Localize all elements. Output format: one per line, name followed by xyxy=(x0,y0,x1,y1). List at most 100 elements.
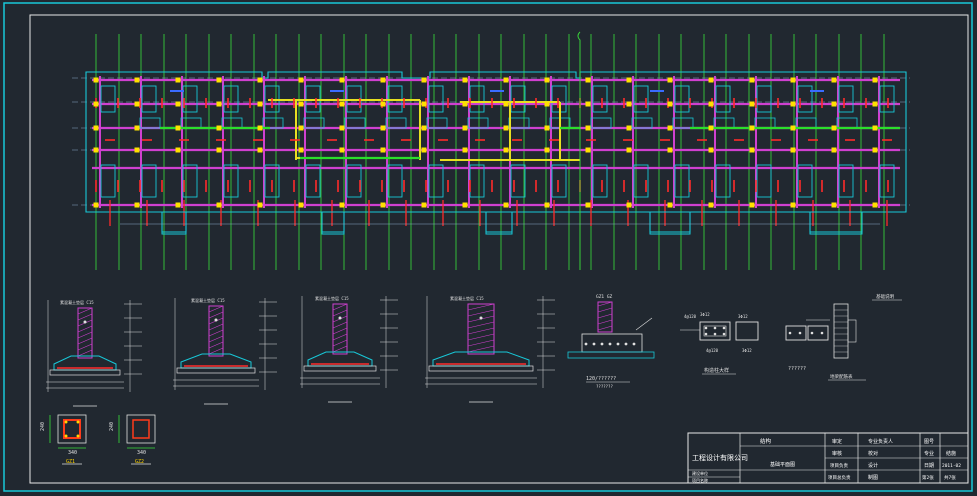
corridor-outline xyxy=(385,117,407,129)
room-outline xyxy=(633,85,649,113)
table-cell xyxy=(847,319,857,343)
column-square xyxy=(585,147,591,153)
column-square xyxy=(708,202,714,208)
beam-outline xyxy=(735,321,759,341)
column-square xyxy=(585,125,591,131)
rebar-dot xyxy=(820,331,824,335)
room-outline xyxy=(756,85,772,113)
rebar-dot xyxy=(722,332,726,336)
column-square xyxy=(298,101,304,107)
rebar-dot xyxy=(713,326,717,330)
column-square xyxy=(872,125,878,131)
rebar-dot xyxy=(798,331,802,335)
rebar-dot xyxy=(616,342,620,346)
column-square xyxy=(503,202,509,208)
column-square xyxy=(298,202,304,208)
room-outline xyxy=(223,85,239,113)
corridor-outline xyxy=(426,117,448,129)
leader-line xyxy=(635,317,653,331)
column-square xyxy=(831,101,837,107)
gz2-label: GZ2 xyxy=(135,459,144,465)
column-square xyxy=(216,125,222,131)
room-outline xyxy=(428,164,444,198)
column-square xyxy=(421,77,427,83)
column-square xyxy=(257,125,263,131)
notes-title: 基础说明 xyxy=(876,293,894,300)
wall-hatch xyxy=(597,301,613,307)
column-square xyxy=(257,101,263,107)
column-square xyxy=(380,77,386,83)
entrance-bay xyxy=(321,211,345,235)
room-outline xyxy=(674,164,690,198)
column-square xyxy=(175,77,181,83)
column-square xyxy=(626,147,632,153)
column-square xyxy=(421,202,427,208)
room-outline xyxy=(510,85,526,113)
corridor-outline xyxy=(508,117,530,129)
column-square xyxy=(257,147,263,153)
footing-pad xyxy=(176,367,256,374)
column-square xyxy=(749,147,755,153)
wall-hatch xyxy=(332,345,348,353)
wall-stem xyxy=(597,301,613,333)
title-block: 工程设计有限公司 建设单位 项目名称 结构 审定 专业负责人 图号 审核 校对 … xyxy=(687,432,969,484)
column-square xyxy=(339,202,345,208)
gz2-dim-horizontal: 340 xyxy=(137,450,146,456)
wall-hatch xyxy=(77,307,93,315)
column-square xyxy=(667,147,673,153)
highlight-beam xyxy=(160,126,900,160)
tb-r3c2: 项目负责 xyxy=(830,462,848,469)
room-outline xyxy=(879,85,895,113)
footing-section: 素混凝土垫层 C15 xyxy=(425,295,555,403)
rebar-dot xyxy=(632,342,636,346)
corridor-outline xyxy=(590,117,612,129)
section-top-label: GZ1 GZ xyxy=(596,294,613,300)
wall-hatch xyxy=(467,327,495,335)
wall-stem xyxy=(467,303,495,355)
column-square xyxy=(872,202,878,208)
column-square xyxy=(298,125,304,131)
column-square xyxy=(298,147,304,153)
stirrup xyxy=(703,325,727,337)
room-outline xyxy=(428,85,444,113)
column-square xyxy=(134,101,140,107)
tb-r1c3: 专业负责人 xyxy=(868,438,893,445)
column-square xyxy=(134,202,140,208)
column-square xyxy=(462,101,468,107)
footing-section: 素混凝土垫层 C15 xyxy=(300,295,398,403)
tb-r3c5: 2011-02 xyxy=(942,463,961,469)
rebar-label: 4@120 xyxy=(706,348,719,353)
column-square xyxy=(421,125,427,131)
room-outline xyxy=(551,164,567,198)
wall-stem xyxy=(208,305,224,357)
wall-hatch xyxy=(208,323,224,331)
wall-hatch xyxy=(467,345,495,353)
column-square xyxy=(585,202,591,208)
column-square xyxy=(831,147,837,153)
column-square xyxy=(93,147,99,153)
room-outline xyxy=(797,85,813,113)
break-line xyxy=(577,31,581,270)
wall-hatch xyxy=(467,321,495,329)
entrance-bay xyxy=(485,211,513,235)
wall-hatch xyxy=(208,305,224,313)
column-square xyxy=(667,125,673,131)
wall-stem xyxy=(332,303,348,355)
column-square xyxy=(134,125,140,131)
room-outline xyxy=(305,164,321,198)
stamp-1: 建设单位 xyxy=(692,470,708,476)
column-square xyxy=(872,77,878,83)
tb-r2c5: 结施 xyxy=(946,450,956,457)
column-square xyxy=(749,125,755,131)
wall-hatch xyxy=(332,333,348,341)
wall-hatch xyxy=(77,331,93,339)
entrance-bay xyxy=(649,211,691,235)
table-column xyxy=(833,303,849,359)
rebar-dot xyxy=(704,326,708,330)
rebar-dot xyxy=(214,318,218,322)
column-square xyxy=(93,101,99,107)
column-square xyxy=(544,147,550,153)
room-outline xyxy=(264,164,280,198)
